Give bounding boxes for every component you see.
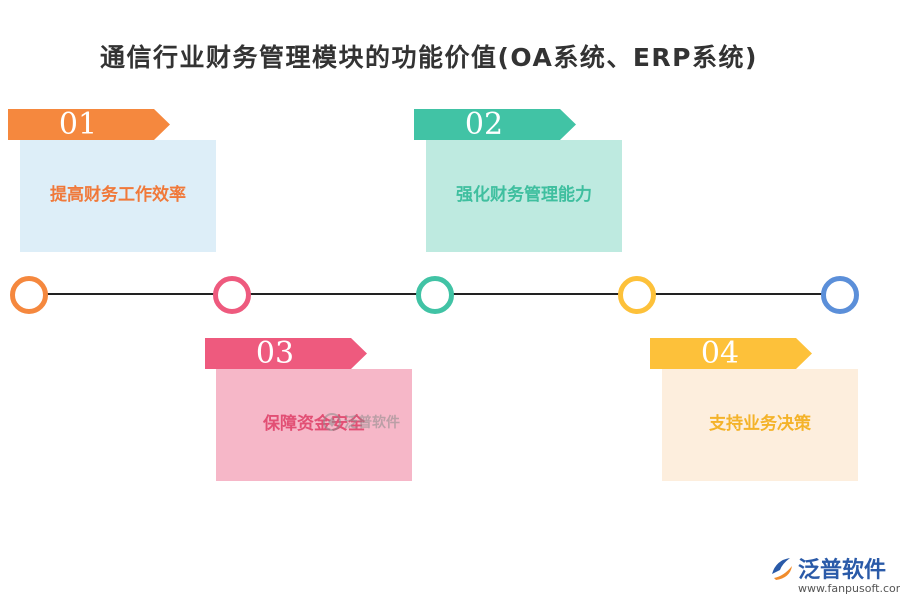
brand-logo-icon (772, 558, 792, 580)
watermark: 泛普软件 (322, 410, 432, 440)
brand-logo: 泛普软件 www.fanpusoft.com (768, 552, 900, 598)
card-label: 支持业务决策 (709, 414, 811, 434)
brand-logo-text: 泛普软件 (798, 558, 887, 583)
card-label: 强化财务管理能力 (456, 185, 592, 205)
tag-04: 04 (650, 336, 812, 371)
card-label: 提高财务工作效率 (50, 185, 186, 205)
timeline-node (213, 276, 251, 314)
watermark-logo-icon (323, 413, 341, 431)
timeline-node (10, 276, 48, 314)
timeline-node (618, 276, 656, 314)
card-03: 保障资金安全 (216, 369, 412, 481)
timeline-node (821, 276, 859, 314)
brand-logo-url: www.fanpusoft.com (798, 582, 900, 595)
tag-number: 04 (700, 336, 740, 371)
tag-number: 01 (58, 107, 98, 142)
card-04: 支持业务决策 (662, 369, 858, 481)
tag-arrow-shape (650, 338, 812, 369)
timeline-node (416, 276, 454, 314)
page-title: 通信行业财务管理模块的功能价值(OA系统、ERP系统) (100, 43, 758, 72)
card-01: 提高财务工作效率 (20, 140, 216, 252)
tag-number: 02 (464, 107, 504, 142)
watermark-text: 泛普软件 (344, 415, 400, 431)
tag-01: 01 (8, 107, 170, 142)
tag-arrow-shape (205, 338, 367, 369)
tag-02: 02 (414, 107, 576, 142)
tag-03: 03 (205, 336, 367, 371)
tag-number: 03 (255, 336, 295, 371)
tag-arrow-shape (8, 109, 170, 140)
tag-arrow-shape (414, 109, 576, 140)
card-02: 强化财务管理能力 (426, 140, 622, 252)
